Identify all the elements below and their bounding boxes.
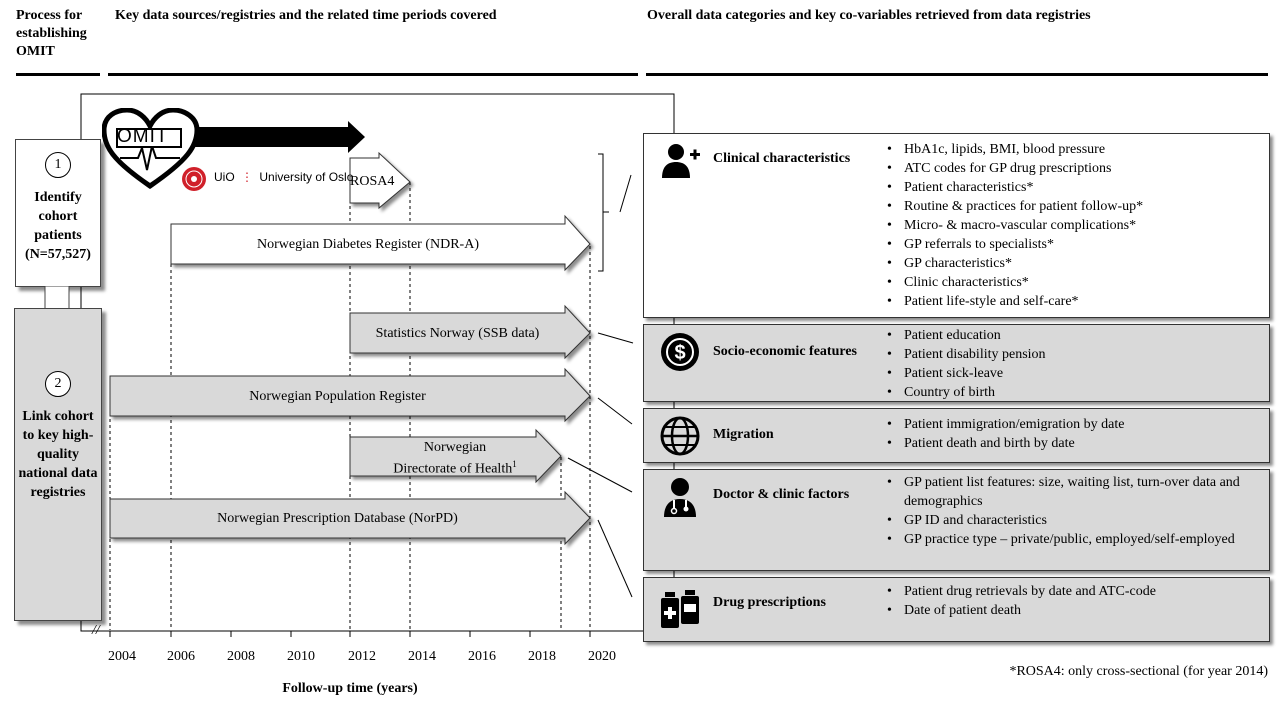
arrow-ssb: [349, 304, 591, 360]
svg-text:$: $: [674, 342, 685, 364]
axis-break-mark: //: [92, 623, 100, 638]
category-doctor-clinic: Doctor & clinic factors GP patient list …: [643, 469, 1270, 571]
arrow-ndr: [170, 214, 591, 272]
list-item: Routine & practices for patient follow-u…: [884, 197, 1143, 216]
process-step-1: 1 Identify cohort patients (N=57,527): [15, 139, 101, 287]
x-axis-label: Follow-up time (years): [282, 681, 418, 696]
list-item: GP referrals to specialists*: [884, 235, 1143, 254]
label-ndr: Norwegian Diabetes Register (NDR-A): [257, 237, 479, 252]
label-population: Norwegian Population Register: [249, 389, 426, 404]
step-2-label: Link cohort to key high-quality national…: [18, 409, 98, 500]
header-categories: Overall data categories and key co-varia…: [647, 8, 1091, 23]
uio-logo-text: UiO ⋮ University of Oslo: [214, 170, 353, 184]
medicine-bottles-icon: [661, 590, 699, 628]
list-item: GP practice type – private/public, emplo…: [884, 530, 1264, 549]
list-item: Patient drug retrievals by date and ATC-…: [884, 582, 1156, 601]
list-item: Patient immigration/emigration by date: [884, 415, 1124, 434]
list-item: Patient sick-leave: [884, 364, 1046, 383]
process-step-2: 2 Link cohort to key high-quality nation…: [14, 308, 102, 621]
label-directorate-line2-text: Directorate of Health: [393, 461, 513, 477]
list-item: Patient life-style and self-care*: [884, 292, 1143, 311]
step-1-label: Identify cohort patients (N=57,527): [25, 190, 91, 262]
list-item: Country of birth: [884, 383, 1046, 402]
arrow-directorate: [349, 428, 562, 484]
category-items: GP patient list features: size, waiting …: [884, 473, 1264, 549]
list-item: Patient death and birth by date: [884, 434, 1124, 453]
header-underline-categories: [646, 73, 1268, 76]
list-item: GP ID and characteristics: [884, 511, 1264, 530]
globe-icon: [660, 416, 700, 456]
uio-seal-icon: [182, 167, 206, 191]
tick-label: 2006: [167, 649, 195, 664]
tick-label: 2014: [408, 649, 436, 664]
category-migration: Migration Patient immigration/emigration…: [643, 408, 1270, 463]
step-1-number: 1: [45, 152, 71, 178]
label-directorate: Norwegian Directorate of Health1: [350, 439, 560, 478]
category-title: Migration: [713, 427, 774, 442]
list-item: HbA1c, lipids, BMI, blood pressure: [884, 140, 1143, 159]
tick-label: 2012: [348, 649, 376, 664]
header-underline-process: [16, 73, 100, 76]
user-plus-icon: [662, 144, 700, 178]
arrow-rosa4: [349, 151, 411, 210]
category-title: Socio-economic features: [713, 344, 857, 359]
category-title: Doctor & clinic factors: [713, 487, 850, 502]
uio-abbrev: UiO: [214, 170, 235, 184]
category-socio-economic: $ Socio-economic features Patient educat…: [643, 324, 1270, 402]
uio-full-name: University of Oslo: [259, 170, 354, 184]
label-directorate-superscript: 1: [512, 459, 517, 469]
header-underline-sources: [108, 73, 638, 76]
arrow-norpd: [109, 490, 591, 546]
tick-label: 2010: [287, 649, 315, 664]
label-norpd: Norwegian Prescription Database (NorPD): [217, 511, 458, 526]
list-item: Patient education: [884, 326, 1046, 345]
tick-label: 2004: [108, 649, 136, 664]
tick-label: 2018: [528, 649, 556, 664]
header-sources: Key data sources/registries and the rela…: [115, 8, 497, 23]
doctor-icon: [664, 478, 696, 517]
clinical-bracket: [598, 153, 609, 272]
connector-lines: [567, 174, 634, 598]
label-directorate-line1: Norwegian: [423, 440, 487, 455]
label-rosa4: ROSA4: [350, 174, 395, 189]
tick-label: 2020: [588, 649, 616, 664]
category-drug-prescriptions: Drug prescriptions Patient drug retrieva…: [643, 577, 1270, 642]
list-item: Micro- & macro-vascular complications*: [884, 216, 1143, 235]
category-items: Patient drug retrievals by date and ATC-…: [884, 582, 1156, 620]
omit-banner-arrow: [185, 121, 365, 153]
omit-heart-logo: [102, 108, 200, 190]
category-items: Patient education Patient disability pen…: [884, 326, 1046, 402]
list-item: Clinic characteristics*: [884, 273, 1143, 292]
list-item: ATC codes for GP drug prescriptions: [884, 159, 1143, 178]
arrow-population: [109, 367, 591, 423]
tick-label: 2016: [468, 649, 496, 664]
category-clinical: Clinical characteristics HbA1c, lipids, …: [643, 133, 1270, 318]
list-item: GP characteristics*: [884, 254, 1143, 273]
list-item: Date of patient death: [884, 601, 1156, 620]
category-title: Drug prescriptions: [713, 595, 826, 610]
category-items: Patient immigration/emigration by date P…: [884, 415, 1124, 453]
footnote: *ROSA4: only cross-sectional (for year 2…: [1009, 664, 1268, 679]
x-axis-ticks: [109, 631, 591, 637]
category-items: HbA1c, lipids, BMI, blood pressure ATC c…: [884, 140, 1143, 311]
label-directorate-line2: Directorate of Health1: [350, 456, 560, 478]
list-item: Patient disability pension: [884, 345, 1046, 364]
tick-label: 2008: [227, 649, 255, 664]
label-ssb: Statistics Norway (SSB data): [375, 326, 540, 341]
uio-separator-dot: ⋮: [241, 170, 254, 184]
dollar-cycle-icon: $: [661, 333, 699, 371]
list-item: GP patient list features: size, waiting …: [884, 473, 1264, 511]
omit-logo-text: OMIT: [117, 126, 169, 147]
list-item: Patient characteristics*: [884, 178, 1143, 197]
header-process: Process for establishing OMIT: [16, 8, 87, 59]
category-title: Clinical characteristics: [713, 151, 851, 166]
step-2-number: 2: [45, 371, 71, 397]
